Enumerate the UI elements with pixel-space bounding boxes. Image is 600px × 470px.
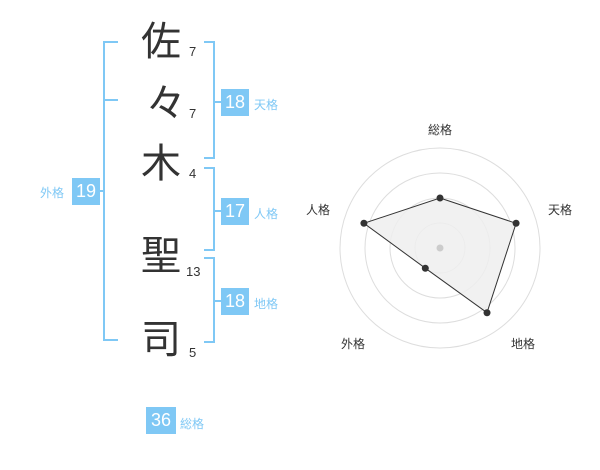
jinkaku-bracket <box>204 167 215 251</box>
name-char-1: 佐 <box>141 19 181 65</box>
tenkaku-label: 天格 <box>254 98 279 112</box>
radar-label-soukaku: 総格 <box>428 123 453 137</box>
soukaku-badge: 36 <box>146 407 176 434</box>
radar-label-tenkaku: 天格 <box>548 203 573 217</box>
stroke-count-1: 7 <box>189 44 197 59</box>
tenkaku-badge: 18 <box>221 89 249 116</box>
tenkaku-bracket <box>204 41 215 159</box>
gaikaku-label: 外格 <box>40 186 65 200</box>
name-char-3: 木 <box>141 141 181 187</box>
name-char-2: 々 <box>146 81 186 127</box>
jinkaku-badge: 17 <box>221 198 249 225</box>
soukaku-label: 総格 <box>180 417 205 431</box>
name-char-5: 司 <box>141 317 181 363</box>
radar-label-chikaku: 地格 <box>511 337 536 351</box>
radar-ring-3 <box>364 172 516 324</box>
radar-point-3 <box>483 309 491 317</box>
stroke-count-2: 7 <box>189 106 197 121</box>
stroke-count-3: 4 <box>189 166 197 181</box>
radar-points <box>360 194 520 317</box>
chikaku-label: 地格 <box>254 297 279 311</box>
gaikaku-badge: 19 <box>72 178 100 205</box>
radar-point-4 <box>421 264 429 272</box>
name-char-4: 聖 <box>141 233 181 279</box>
radar-label-gaikaku: 外格 <box>341 337 366 351</box>
radar-center-dot <box>436 244 444 252</box>
radar-ring-4 <box>339 147 541 349</box>
radar-point-2 <box>512 219 520 227</box>
radar-point-5 <box>360 219 368 227</box>
radar-polygon <box>362 197 517 314</box>
chikaku-badge: 18 <box>221 288 249 315</box>
radar-point-1 <box>436 194 444 202</box>
radar-label-jinkaku: 人格 <box>306 203 331 217</box>
stroke-count-5: 5 <box>189 345 197 360</box>
jinkaku-label: 人格 <box>254 207 279 221</box>
stroke-count-4: 13 <box>186 264 201 279</box>
